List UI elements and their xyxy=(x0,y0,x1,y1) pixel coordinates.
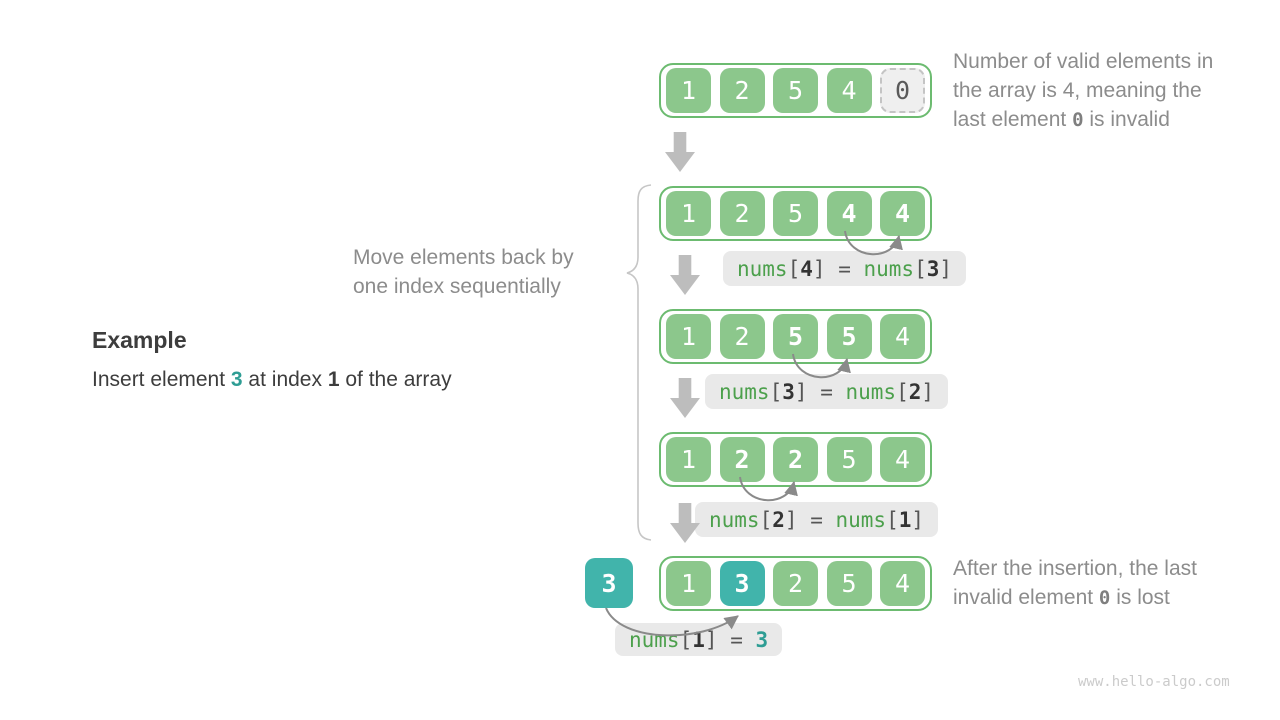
example-insert-index: 1 xyxy=(327,368,340,391)
array-cell: 4 xyxy=(880,437,925,482)
example-text: at index xyxy=(242,368,328,391)
example-heading: Example xyxy=(92,327,187,353)
code-bracket: [ xyxy=(759,507,773,532)
note-line: last element xyxy=(953,108,1073,131)
code-fn: nums xyxy=(629,627,680,652)
code-bracket: ] xyxy=(812,256,826,281)
down-arrow-icon xyxy=(670,378,700,418)
array-row-final: 1 3 2 5 4 xyxy=(659,556,932,611)
code-equals: = xyxy=(717,627,756,652)
code-fn: nums xyxy=(863,256,915,281)
array-cell: 2 xyxy=(719,68,765,113)
code-equals: = xyxy=(807,379,846,404)
array-cell: 2 xyxy=(719,314,765,359)
array-cell: 5 xyxy=(826,561,872,606)
array-cell: 2 xyxy=(719,191,765,236)
array-cell-moved: 4 xyxy=(826,191,872,236)
code-bracket: [ xyxy=(769,379,783,404)
array-cell: 1 xyxy=(666,437,711,482)
code-fn: nums xyxy=(737,256,788,281)
array-cell: 1 xyxy=(666,561,711,606)
code-index: 1 xyxy=(692,627,705,652)
code-bracket: ] xyxy=(939,256,953,281)
array-row-shift-1: 1 2 5 4 4 xyxy=(659,186,932,241)
note-valid-elements: Number of valid elements in the array is… xyxy=(953,47,1263,135)
array-cell: 5 xyxy=(826,437,872,482)
watermark: www.hello-algo.com xyxy=(1078,674,1230,690)
code-bracket: [ xyxy=(679,627,693,652)
example-text: Insert element xyxy=(92,368,231,391)
code-equals: = xyxy=(825,256,864,281)
code-bracket: [ xyxy=(914,256,927,281)
array-cell: 2 xyxy=(773,561,818,606)
code-label-nums1: nums[1] = 3 xyxy=(615,623,783,656)
code-equals: = xyxy=(797,507,836,532)
note-line: is lost xyxy=(1110,586,1170,609)
array-cell-moved: 5 xyxy=(826,314,872,359)
array-cell-moved: 5 xyxy=(773,314,818,359)
note-line: invalid element xyxy=(953,586,1099,609)
note-line: the array is 4, meaning the xyxy=(953,79,1202,102)
example-insert-value: 3 xyxy=(230,368,243,391)
down-arrow-icon xyxy=(670,255,700,295)
code-label-nums2: nums[2] = nums[1] xyxy=(695,502,939,537)
code-fn: nums xyxy=(845,379,897,404)
array-cell-moved: 2 xyxy=(773,437,818,482)
code-fn: nums xyxy=(719,379,770,404)
code-label-nums4: nums[4] = nums[3] xyxy=(723,251,967,286)
code-zero: 0 xyxy=(1098,587,1111,609)
code-zero: 0 xyxy=(1072,109,1084,131)
note-move-elements: Move elements back by one index sequenti… xyxy=(353,243,623,301)
array-cell: 1 xyxy=(666,191,711,236)
code-bracket: ] xyxy=(911,507,925,532)
code-index: 2 xyxy=(908,379,922,404)
note-line: After the insertion, the last xyxy=(953,557,1197,580)
code-index: 3 xyxy=(926,256,940,281)
array-cell: 4 xyxy=(826,68,872,113)
note-line: is invalid xyxy=(1083,108,1170,131)
array-cell: 4 xyxy=(880,314,925,359)
code-label-nums3: nums[3] = nums[2] xyxy=(705,374,949,409)
array-cell-moved: 4 xyxy=(880,191,925,236)
array-row-shift-2: 1 2 5 5 4 xyxy=(659,309,932,364)
code-fn: nums xyxy=(835,507,887,532)
note-line: one index sequentially xyxy=(353,275,561,298)
inserted-element-box: 3 xyxy=(585,558,633,608)
array-cell-inserted: 3 xyxy=(719,561,765,606)
code-bracket: [ xyxy=(886,507,899,532)
example-description: Insert element 3 at index 1 of the array xyxy=(92,368,452,392)
code-index: 1 xyxy=(898,507,912,532)
code-value: 3 xyxy=(755,627,769,652)
array-cell: 4 xyxy=(880,561,925,606)
code-index: 2 xyxy=(772,507,785,532)
note-line: Move elements back by xyxy=(353,246,574,269)
example-text: of the array xyxy=(339,368,452,391)
array-row-initial: 1 2 5 4 0 xyxy=(659,63,932,118)
array-cell-moved: 2 xyxy=(719,437,765,482)
array-cell: 5 xyxy=(773,191,818,236)
code-bracket: [ xyxy=(896,379,909,404)
array-row-shift-3: 1 2 2 5 4 xyxy=(659,432,932,487)
code-bracket: ] xyxy=(794,379,808,404)
code-bracket: ] xyxy=(921,379,935,404)
array-cell: 5 xyxy=(773,68,818,113)
code-fn: nums xyxy=(709,507,760,532)
group-brace xyxy=(626,184,652,541)
down-arrow-icon xyxy=(665,132,695,172)
array-cell-invalid: 0 xyxy=(880,68,925,113)
code-bracket: ] xyxy=(704,627,718,652)
code-bracket: ] xyxy=(784,507,798,532)
note-after-insertion: After the insertion, the last invalid el… xyxy=(953,554,1263,613)
note-line: Number of valid elements in xyxy=(953,50,1214,73)
code-index: 4 xyxy=(800,256,813,281)
code-index: 3 xyxy=(782,379,795,404)
array-cell: 1 xyxy=(666,68,711,113)
array-cell: 1 xyxy=(666,314,711,359)
code-bracket: [ xyxy=(787,256,801,281)
